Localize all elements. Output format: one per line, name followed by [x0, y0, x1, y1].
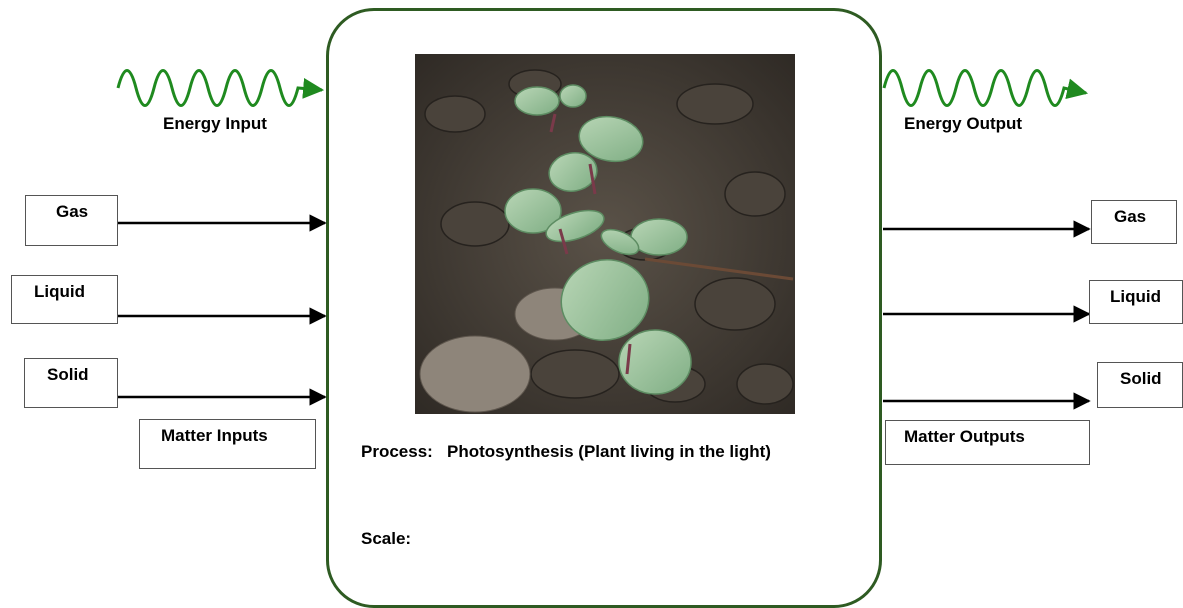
- liquid-input-label: Liquid: [34, 282, 85, 301]
- solid-output-label: Solid: [1120, 369, 1162, 388]
- flow-arrows: [0, 0, 1183, 590]
- energy-output-wave: [884, 71, 1086, 106]
- gas-output-label: Gas: [1114, 207, 1146, 226]
- gas-input-box: Gas: [25, 195, 118, 246]
- matter-outputs-label: Matter Outputs: [904, 427, 1025, 446]
- matter-inputs-box: Matter Inputs: [139, 419, 316, 469]
- matter-outputs-box: Matter Outputs: [885, 420, 1090, 465]
- liquid-input-box: Liquid: [11, 275, 118, 324]
- matter-inputs-label: Matter Inputs: [161, 426, 268, 445]
- solid-input-box: Solid: [24, 358, 118, 408]
- energy-input-wave: [118, 71, 322, 106]
- liquid-output-label: Liquid: [1110, 287, 1161, 306]
- energy-output-label: Energy Output: [904, 114, 1022, 134]
- liquid-output-box: Liquid: [1089, 280, 1183, 324]
- gas-input-label: Gas: [56, 202, 88, 221]
- solid-output-box: Solid: [1097, 362, 1183, 408]
- gas-output-box: Gas: [1091, 200, 1177, 244]
- solid-input-label: Solid: [47, 365, 89, 384]
- energy-input-label: Energy Input: [163, 114, 267, 134]
